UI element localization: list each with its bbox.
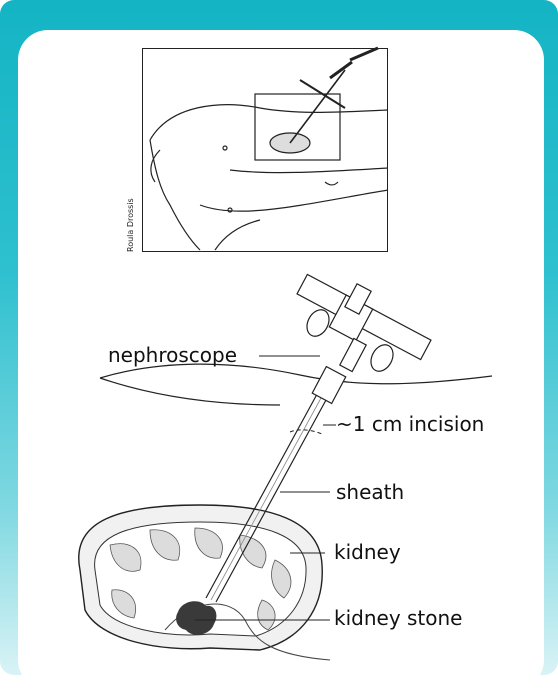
nephroscopy-diagram bbox=[0, 0, 558, 675]
incision-label: ~1 cm incision bbox=[336, 412, 484, 436]
nephroscope-label: nephroscope bbox=[108, 343, 237, 367]
incision-mark bbox=[290, 430, 322, 434]
kidney-stone-label: kidney stone bbox=[334, 606, 463, 630]
nephroscope-device bbox=[297, 274, 431, 403]
sheath-label: sheath bbox=[336, 480, 404, 504]
kidney-label: kidney bbox=[334, 540, 401, 564]
skin-line bbox=[100, 364, 492, 384]
skin-contour bbox=[100, 378, 280, 405]
